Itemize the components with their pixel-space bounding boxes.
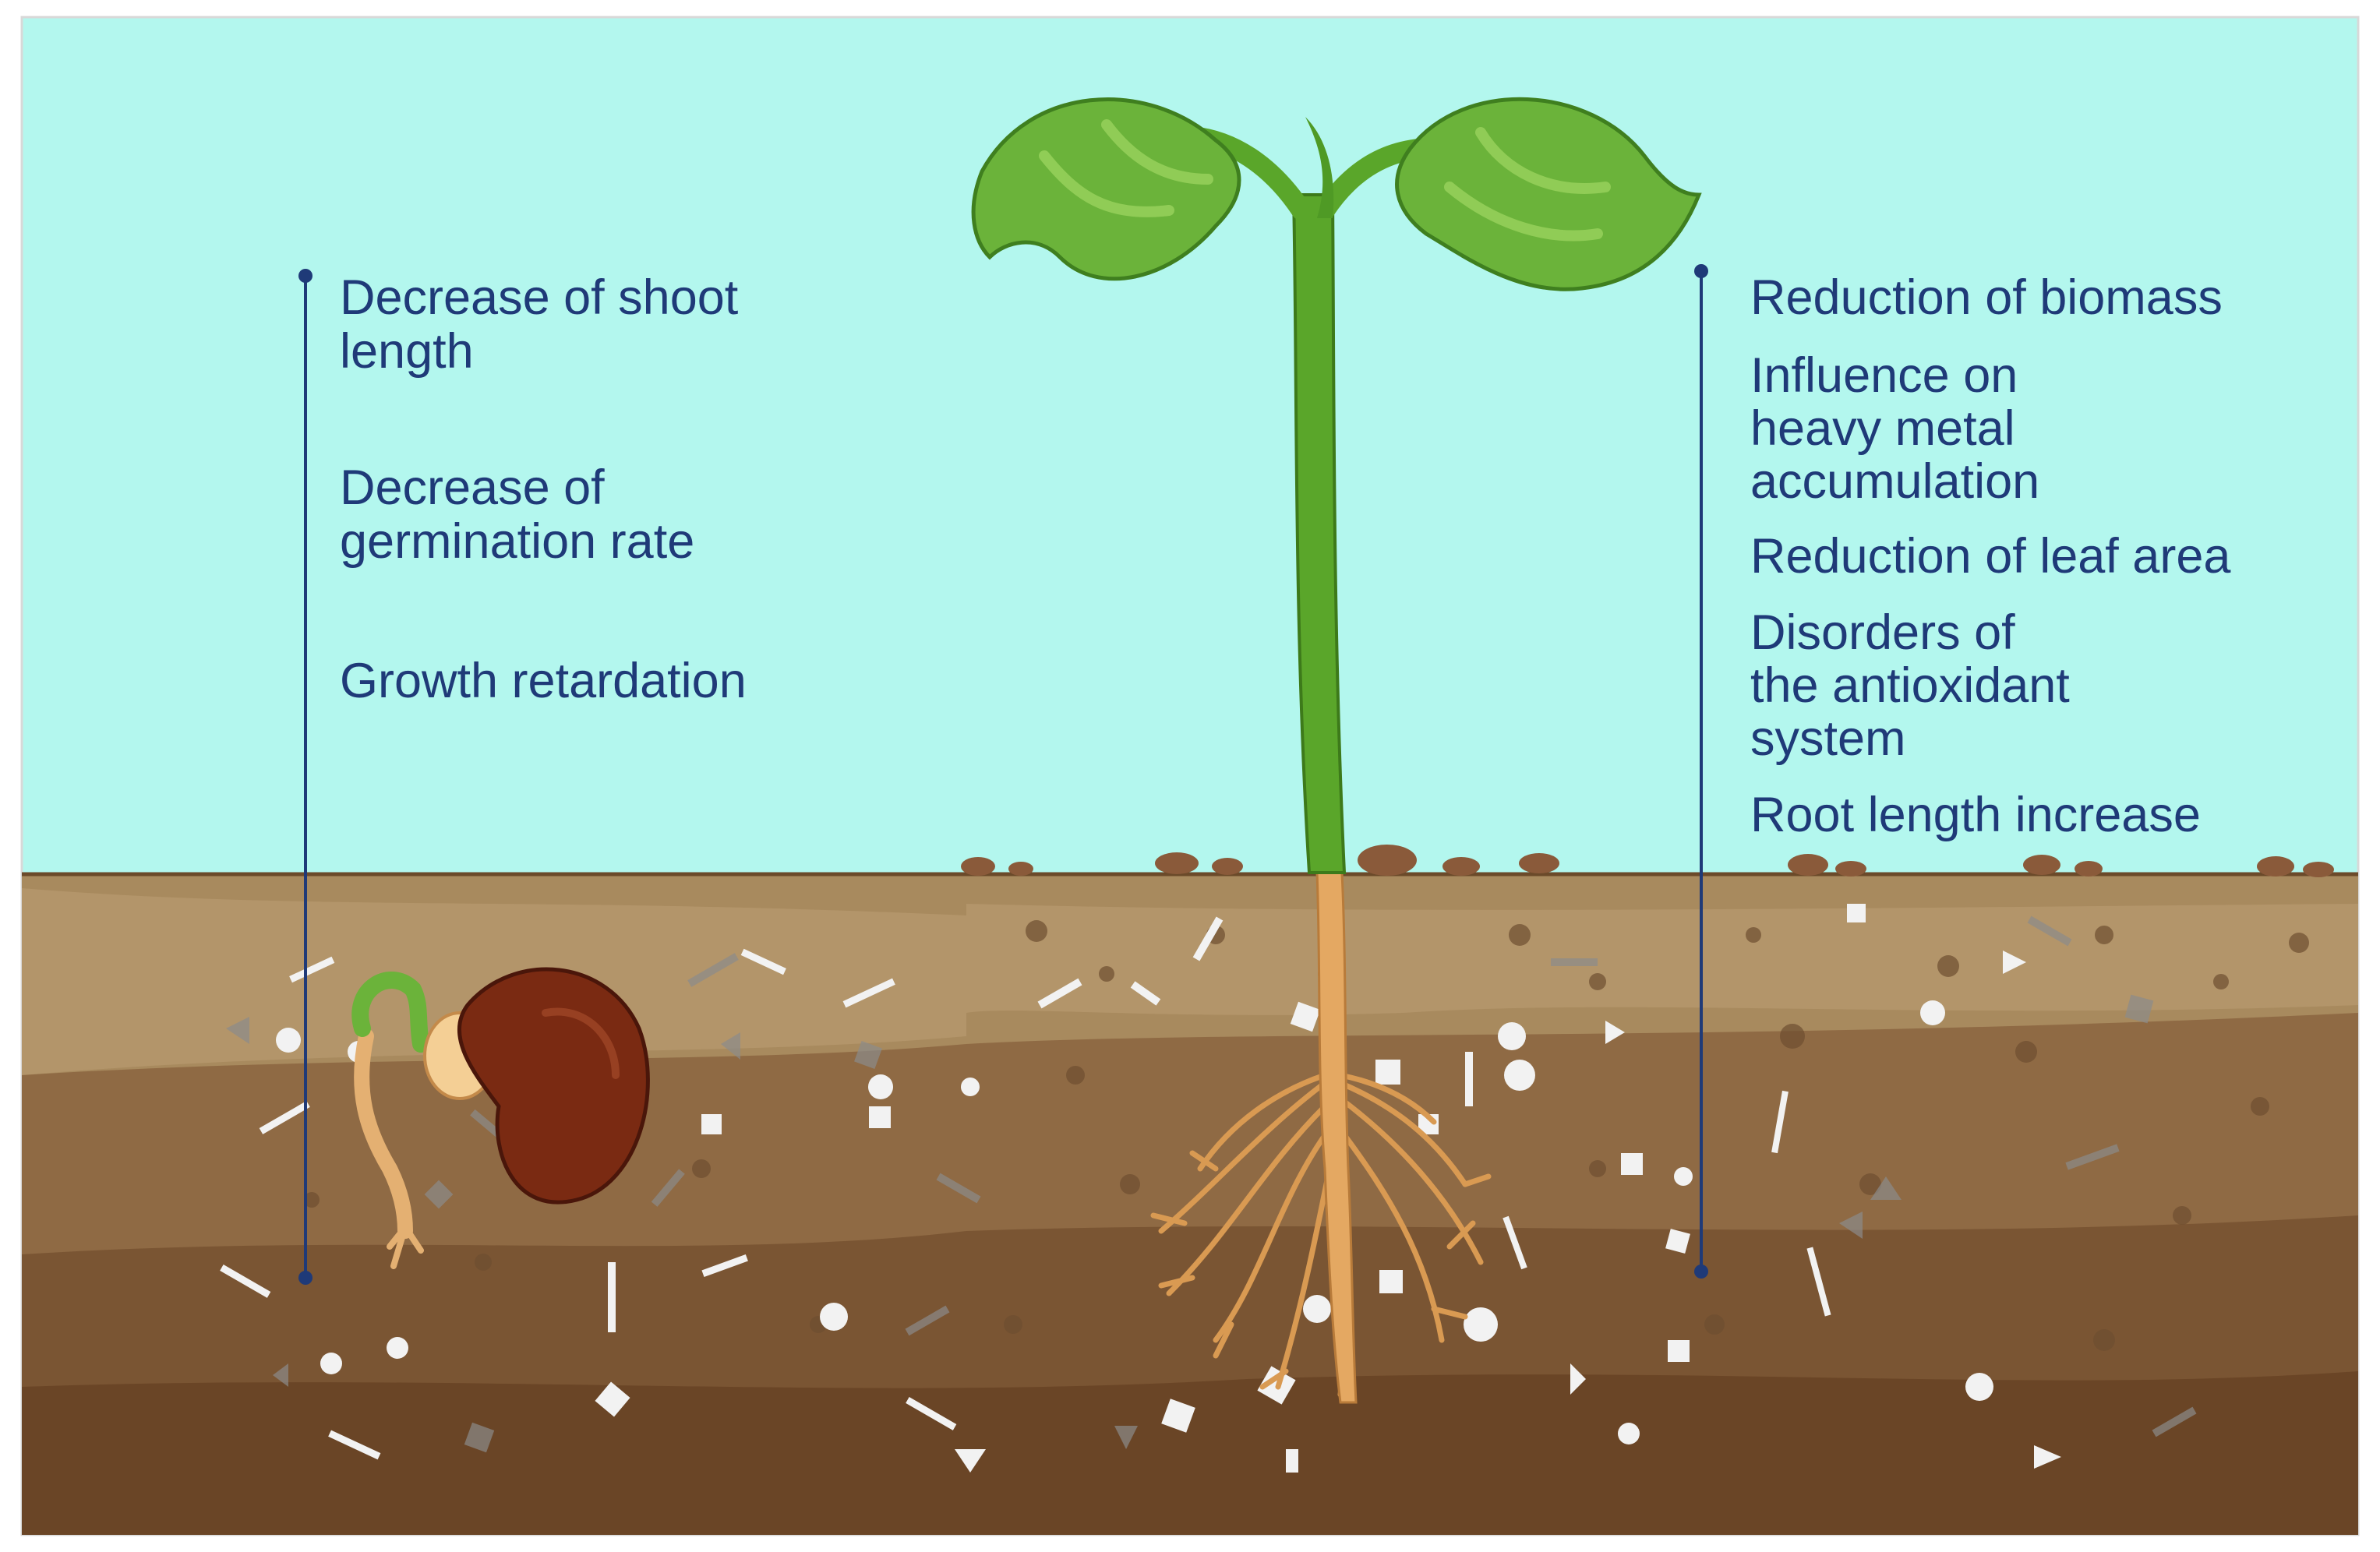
left-bracket xyxy=(298,269,313,1285)
left-bracket-top-dot xyxy=(298,269,313,283)
left-effect-shoot-length: Decrease of shoot length xyxy=(340,270,739,379)
right-effect-heavy-metal: Influence on heavy metal accumulation xyxy=(1750,348,2040,509)
seedling-plant-icon xyxy=(971,97,1702,874)
soil-layer-deep xyxy=(22,1371,2358,1535)
right-bracket xyxy=(1694,264,1708,1279)
seed-green-hook xyxy=(351,972,429,1053)
plant-right-leaf xyxy=(1395,97,1702,291)
left-bracket-bottom-dot xyxy=(298,1271,313,1285)
seed-hypocotyl xyxy=(354,1028,413,1239)
right-bracket-top-dot xyxy=(1694,264,1708,278)
right-effect-biomass: Reduction of biomass xyxy=(1750,270,2223,325)
left-effect-growth-retardation: Growth retardation xyxy=(340,654,747,708)
plant-main-root xyxy=(1315,871,1358,1404)
right-effect-leaf-area: Reduction of leaf area xyxy=(1750,529,2231,584)
plant-left-leaf xyxy=(971,97,1241,281)
surface-pebbles xyxy=(961,845,2334,877)
plant-top-bud xyxy=(1305,117,1334,218)
left-effect-germination-rate: Decrease of germination rate xyxy=(340,460,695,569)
right-effect-root-length: Root length increase xyxy=(1750,788,2201,842)
right-bracket-bottom-dot xyxy=(1694,1265,1708,1279)
microplastic-particles-icon xyxy=(220,904,2061,1473)
right-effect-antioxidant: Disorders of the antioxidant system xyxy=(1750,605,2070,766)
plant-stem xyxy=(1291,193,1347,874)
germinating-seed-icon xyxy=(351,967,650,1269)
